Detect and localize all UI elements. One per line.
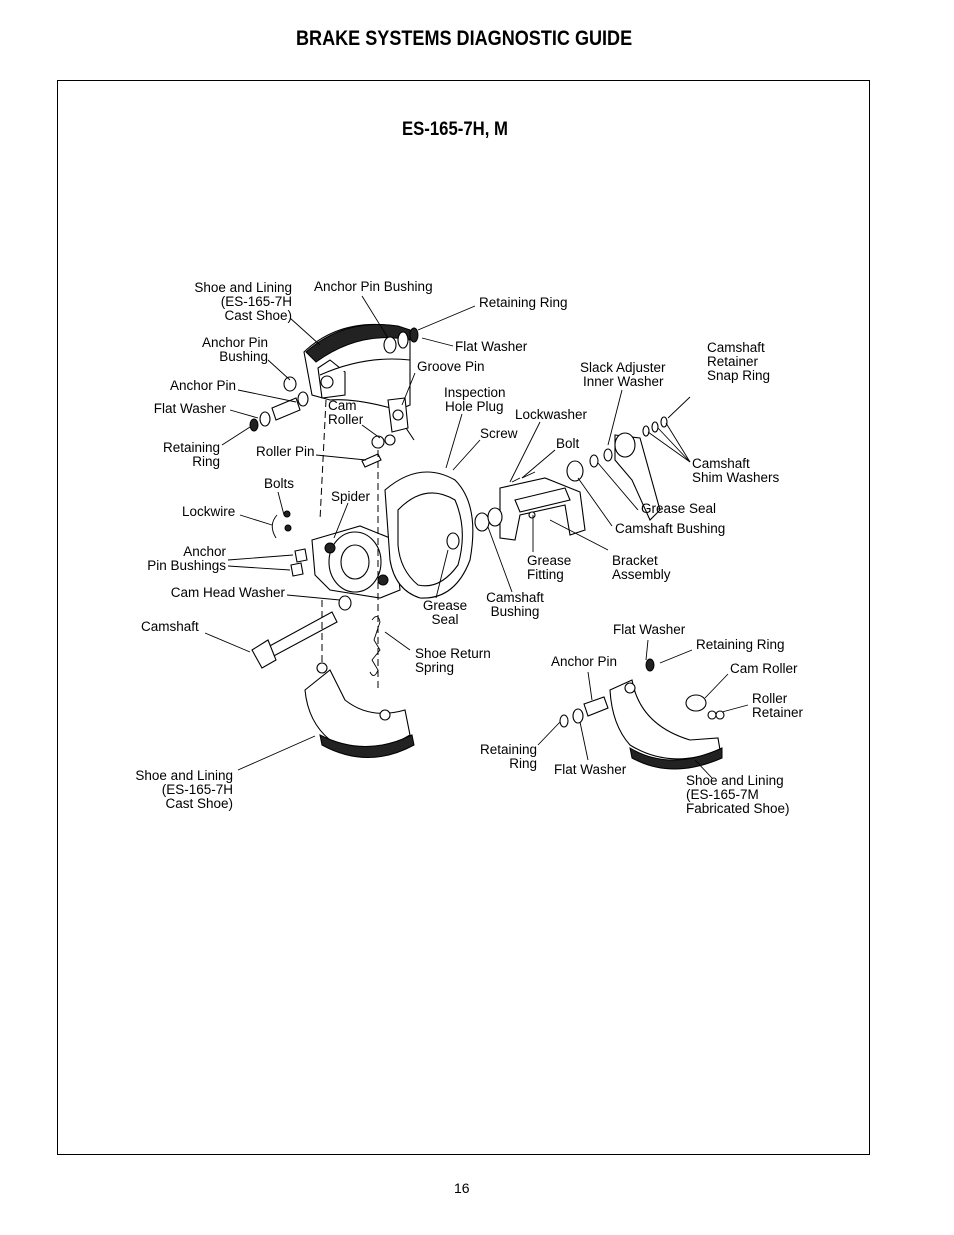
label-retaining-ring-left: Ring <box>192 454 220 469</box>
label-slack-adjuster-washer: Slack Adjuster <box>580 360 666 375</box>
label-anchor-pin-left: Anchor Pin <box>170 378 236 393</box>
label-shoe-top: (ES-165-7H <box>221 294 292 309</box>
label-grease-seal-mid: Seal <box>431 612 458 627</box>
label-camshaft-retainer: Camshaft <box>707 340 765 355</box>
label-shoe-bottom: Cast Shoe) <box>165 796 233 811</box>
label-bolts: Bolts <box>264 476 294 491</box>
label-anchor-pin-m: Anchor Pin <box>551 654 617 669</box>
page-header-title: BRAKE SYSTEMS DIAGNOSTIC GUIDE <box>296 27 633 50</box>
label-flat-washer-m: Flat Washer <box>613 622 686 637</box>
label-camshaft-bushing-mid: Camshaft <box>486 590 544 605</box>
label-cam-roller-m: Cam Roller <box>730 661 798 676</box>
label-anchor-pin-bushing-left: Anchor Pin <box>202 335 268 350</box>
label-camshaft-bushing-right: Camshaft Bushing <box>615 521 725 536</box>
label-bracket-assembly: Assembly <box>612 567 671 582</box>
label-camshaft-retainer: Snap Ring <box>707 368 770 383</box>
cam-roller-top <box>361 434 396 468</box>
return-spring <box>369 616 381 676</box>
label-slack-adjuster-washer: Inner Washer <box>583 374 664 389</box>
bottom-cast-shoe <box>304 662 415 758</box>
label-anchor-pin-bushing-left: Bushing <box>219 349 268 364</box>
label-cam-roller-top: Cam <box>328 398 357 413</box>
page-number: 16 <box>454 1180 470 1196</box>
label-roller-retainer: Retainer <box>752 705 804 720</box>
label-shoe-top: Cast Shoe) <box>224 308 292 323</box>
label-retaining-ring-m: Retaining Ring <box>696 637 785 652</box>
left-anchor-pin-parts <box>249 376 309 432</box>
label-roller-pin: Roller Pin <box>256 444 315 459</box>
top-small-parts <box>383 327 419 441</box>
label-shoe-fabricated: Shoe and Lining <box>686 773 784 788</box>
guide-line <box>319 399 327 521</box>
diagram-frame <box>57 80 870 1155</box>
label-shoe-return-spring: Shoe Return <box>415 646 491 661</box>
label-grease-fitting: Grease <box>527 553 571 568</box>
leader-lines <box>204 295 749 779</box>
label-anchor-pin-bushings: Pin Bushings <box>147 558 226 573</box>
label-flat-washer-left: Flat Washer <box>154 401 227 416</box>
label-flat-washer-top: Flat Washer <box>455 339 528 354</box>
label-shoe-fabricated: Fabricated Shoe) <box>686 801 790 816</box>
label-groove-pin: Groove Pin <box>417 359 485 374</box>
label-bracket-assembly: Bracket <box>612 553 658 568</box>
label-retaining-ring-bottom: Retaining <box>480 742 537 757</box>
label-grease-seal-mid: Grease <box>423 598 467 613</box>
label-spider: Spider <box>331 489 371 504</box>
part-labels: Shoe and Lining (ES-165-7H Cast Shoe) An… <box>135 279 803 816</box>
label-shoe-bottom: Shoe and Lining <box>135 768 233 783</box>
dust-shield <box>384 471 474 599</box>
bracket-assembly <box>474 471 586 541</box>
spider <box>311 525 401 599</box>
slack-adjuster-parts <box>566 416 668 521</box>
label-shim-washers: Shim Washers <box>692 470 780 485</box>
label-screw: Screw <box>480 426 518 441</box>
label-shoe-fabricated: (ES-165-7M <box>686 787 759 802</box>
diagram-title: ES-165-7H, M <box>402 119 508 140</box>
label-camshaft-retainer: Retainer <box>707 354 759 369</box>
label-bolt: Bolt <box>556 436 580 451</box>
label-shoe-return-spring: Spring <box>415 660 454 675</box>
label-cam-head-washer: Cam Head Washer <box>171 585 286 600</box>
label-cam-roller-top: Roller <box>328 412 364 427</box>
label-shim-washers: Camshaft <box>692 456 750 471</box>
label-shoe-top: Shoe and Lining <box>194 280 292 295</box>
label-retaining-ring: Retaining Ring <box>479 295 568 310</box>
bolts-lockwire <box>271 510 308 577</box>
camshaft <box>251 595 352 669</box>
label-lockwasher: Lockwasher <box>515 407 588 422</box>
label-flat-washer-bottom: Flat Washer <box>554 762 627 777</box>
label-camshaft-bushing-mid: Bushing <box>491 604 540 619</box>
fabricated-shoe <box>559 658 725 770</box>
label-retaining-ring-bottom: Ring <box>509 756 537 771</box>
label-grease-seal-right: Grease Seal <box>641 501 716 516</box>
label-camshaft: Camshaft <box>141 619 199 634</box>
label-grease-fitting: Fitting <box>527 567 564 582</box>
label-inspection-hole-plug: Inspection <box>444 385 506 400</box>
label-shoe-bottom: (ES-165-7H <box>162 782 233 797</box>
label-roller-retainer: Roller <box>752 691 788 706</box>
label-retaining-ring-left: Retaining <box>163 440 220 455</box>
label-anchor-pin-bushings: Anchor <box>183 544 226 559</box>
label-lockwire: Lockwire <box>182 504 235 519</box>
label-inspection-hole-plug: Hole Plug <box>445 399 504 414</box>
label-anchor-pin-bushing: Anchor Pin Bushing <box>314 279 433 294</box>
